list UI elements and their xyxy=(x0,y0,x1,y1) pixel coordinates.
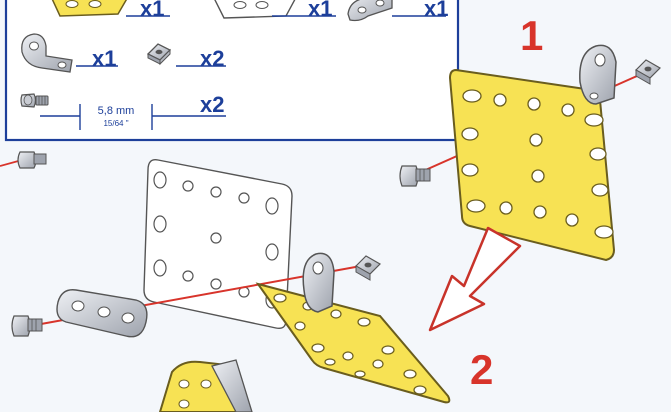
qty-flat-plate-outline: x1 xyxy=(308,0,332,21)
step1-square-nut xyxy=(636,60,660,84)
qty-square-nut: x2 xyxy=(200,46,224,71)
step-transition-arrow xyxy=(430,228,520,330)
next-step-partial-part xyxy=(160,360,252,412)
step2-yellow-plate xyxy=(258,284,449,402)
bolt-length-mm: 5,8 mm xyxy=(98,105,135,117)
bolt-left-edge xyxy=(0,152,46,168)
step-number-2: 2 xyxy=(470,346,493,393)
qty-angle-bracket-top: x1 xyxy=(424,0,448,21)
bolt-length-in: 15/64 " xyxy=(103,119,128,128)
step2-square-nut xyxy=(356,256,380,280)
parts-box-frame xyxy=(6,0,458,140)
qty-flat-plate: x1 xyxy=(140,0,164,21)
step-number-1: 1 xyxy=(520,12,543,59)
step1-bolt xyxy=(400,166,430,186)
qty-angle-bracket: x1 xyxy=(92,46,116,71)
qty-bolt: x2 xyxy=(200,92,224,117)
part-bolt xyxy=(21,94,48,107)
step2-bolt xyxy=(12,316,42,336)
parts-list-box: x1 x1 x1 x1 x2 xyxy=(6,0,458,140)
